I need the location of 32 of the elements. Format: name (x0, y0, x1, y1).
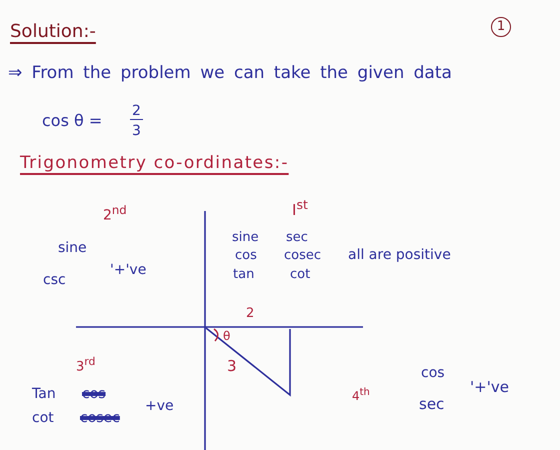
quadrant-label: 3$^{rd}$ (76, 356, 96, 376)
quadrant-label: 4$^{th}$ (352, 387, 370, 404)
angle-label: θ (223, 330, 230, 344)
sign-note: '+'ve (470, 379, 509, 396)
crossed-out-word: cos (82, 386, 106, 402)
crossed-out-word: cosec (80, 410, 120, 426)
function-name: cos (235, 249, 257, 264)
function-name: Tan (32, 386, 56, 402)
function-name: sec (419, 396, 444, 414)
fraction-numerator: 2 (130, 103, 143, 120)
sign-note: all are positive (348, 247, 451, 264)
side-length: 3 (227, 358, 237, 376)
function-name: csc (43, 272, 66, 288)
section-heading: Trigonometry co-ordinates:- (20, 154, 289, 174)
function-name: sec (286, 231, 308, 246)
function-name: cosec (284, 249, 322, 264)
quadrant-label: 2$^{nd}$ (103, 204, 127, 224)
sign-note: '+'ve (110, 262, 146, 278)
function-name: sine (58, 240, 87, 256)
heading: Solution:- (10, 22, 96, 43)
body-text: ⇒ From the problem we can take the given data (8, 64, 452, 84)
function-name: sine (232, 231, 259, 246)
function-name: cot (32, 410, 54, 426)
function-name: cot (290, 268, 310, 283)
page-number: 1 (491, 17, 511, 37)
sign-note: +ve (145, 398, 174, 414)
function-name: tan (233, 268, 254, 283)
equation-text: cos θ = (42, 112, 102, 130)
quadrant-label: I$^{st}$ (292, 198, 308, 220)
side-length: 2 (246, 307, 254, 322)
fraction-denominator: 3 (132, 123, 141, 140)
function-name: cos (421, 365, 445, 382)
